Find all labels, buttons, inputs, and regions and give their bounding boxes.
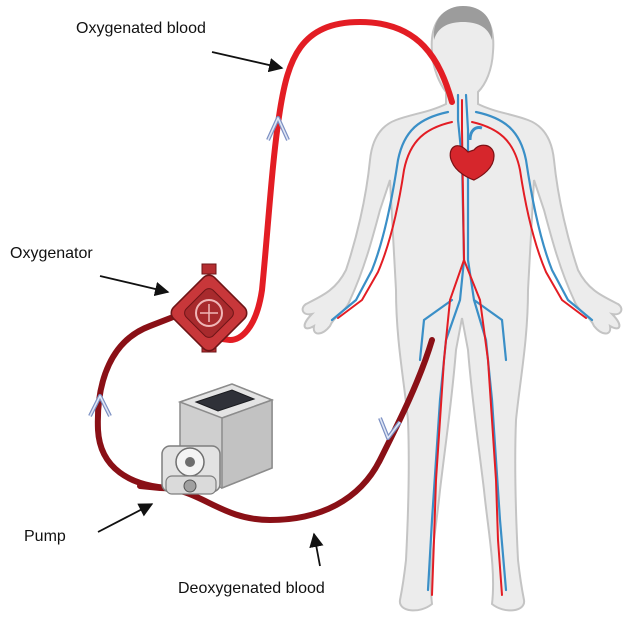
label-deoxygenated-blood: Deoxygenated blood [178,580,325,598]
pump-device-icon [162,384,272,494]
label-pump: Pump [24,528,66,546]
label-oxygenated-blood: Oxygenated blood [76,20,206,38]
label-oxygenator: Oxygenator [10,245,93,263]
